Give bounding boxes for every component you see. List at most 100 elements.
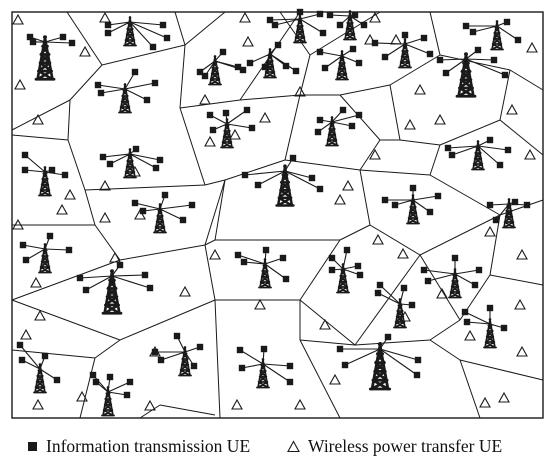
cell-edge <box>224 159 286 181</box>
cell-edge <box>299 339 341 419</box>
info-ue-square-icon <box>314 128 322 136</box>
ue-link <box>496 25 519 41</box>
cell-edge <box>299 239 341 301</box>
info-ue-square-icon <box>89 371 97 379</box>
cell-edge <box>79 357 96 419</box>
ue-link <box>239 349 264 365</box>
info-ue-square-icon <box>451 254 459 262</box>
ue-link <box>160 351 186 361</box>
cell-edge <box>429 174 501 216</box>
ue-link <box>44 171 66 176</box>
info-ue-square-icon <box>179 216 187 224</box>
ue-link <box>465 58 506 76</box>
ue-link <box>269 18 301 21</box>
legend: Information transmission UE Wireless pow… <box>0 436 550 462</box>
info-ue-square-icon <box>132 145 140 153</box>
cell-edge <box>299 299 356 346</box>
info-ue-square-icon <box>436 56 444 64</box>
info-ue-square-icon <box>462 22 470 30</box>
info-ue-square-icon <box>292 67 300 75</box>
info-ue-square-icon <box>149 43 157 51</box>
info-ue-square-icon <box>209 126 217 134</box>
cell-edge <box>94 339 121 359</box>
ue-link <box>299 13 321 20</box>
ue-link <box>44 248 70 251</box>
cell-edge <box>184 11 226 46</box>
cell-edge <box>284 94 301 161</box>
ue-link <box>299 18 324 34</box>
ue-link <box>477 145 501 166</box>
info-ue-square-icon <box>248 124 256 132</box>
info-ue-square-icon <box>356 271 364 279</box>
info-ue-square-icon <box>500 324 508 332</box>
ue-link <box>129 153 161 161</box>
ue-link <box>451 145 479 156</box>
info-ue-square-icon <box>131 199 139 207</box>
cell-edge <box>299 54 311 96</box>
ue-link <box>85 275 113 291</box>
info-ue-square-icon <box>384 333 392 341</box>
info-ue-square-icon <box>126 378 134 386</box>
info-ue-square-icon <box>355 59 363 67</box>
info-ue-square-icon <box>414 356 422 364</box>
ue-link <box>284 170 313 179</box>
info-ue-square-icon <box>391 201 399 209</box>
info-ue-square-icon <box>53 376 61 384</box>
ue-link <box>244 170 286 176</box>
info-ue-square-icon <box>22 256 30 264</box>
cell-edge <box>389 84 401 141</box>
ue-link <box>124 88 148 101</box>
cell-edge <box>359 169 431 176</box>
ue-link <box>284 170 321 190</box>
info-ue-square-icon <box>19 241 27 249</box>
legend-label-info-ue: Information transmission UE <box>46 436 251 456</box>
info-ue-square-icon <box>46 232 54 240</box>
info-ue-square-icon <box>92 378 100 386</box>
ue-link <box>344 348 381 366</box>
info-ue-square-icon <box>328 266 336 274</box>
cell-edge <box>489 274 544 286</box>
info-ue-square-icon <box>65 246 73 254</box>
info-ue-square-icon <box>511 198 519 206</box>
info-ue-square-icon <box>348 122 356 130</box>
info-ue-square-icon <box>234 251 242 259</box>
info-ue-square-icon <box>354 262 362 270</box>
cell-edge <box>429 11 441 56</box>
ue-link <box>129 21 154 48</box>
info-ue-square-icon <box>336 21 344 29</box>
info-ue-square-icon <box>156 156 164 164</box>
legend-item-power-ue: Wireless power transfer UE <box>287 436 502 457</box>
info-ue-square-icon <box>339 106 347 114</box>
info-ue-square-icon <box>274 41 282 49</box>
legend-label-power-ue: Wireless power transfer UE <box>308 436 503 456</box>
ue-link <box>331 114 360 123</box>
ue-link <box>262 363 291 383</box>
info-ue-square-icon <box>152 164 160 172</box>
info-ue-square-icon <box>116 261 124 269</box>
cell-edge <box>67 139 86 191</box>
info-ue-square-icon <box>139 207 147 215</box>
info-ue-square-icon <box>157 356 165 364</box>
info-ue-square-icon <box>97 89 105 97</box>
info-ue-square-icon <box>106 160 114 168</box>
ue-link <box>274 18 301 26</box>
cell-edge <box>214 179 226 241</box>
info-ue-square-icon <box>503 18 511 26</box>
info-ue-square-icon <box>219 48 227 56</box>
info-ue-square-icon <box>190 362 198 370</box>
ue-link <box>226 109 248 125</box>
info-ue-square-icon <box>351 11 359 19</box>
info-ue-square-icon <box>420 266 428 274</box>
info-ue-square-icon <box>106 373 114 381</box>
info-ue-square-icon <box>381 196 389 204</box>
info-ue-square-icon <box>413 371 421 379</box>
info-ue-square-icon <box>159 21 167 29</box>
info-ue-square-icon <box>61 171 69 179</box>
ue-link <box>249 53 271 64</box>
ue-link <box>427 273 456 282</box>
info-ue-square-icon <box>26 33 34 41</box>
cell-edge <box>214 299 221 419</box>
ue-link <box>257 170 286 186</box>
ue-link <box>19 344 41 370</box>
info-ue-square-icon <box>76 274 84 282</box>
